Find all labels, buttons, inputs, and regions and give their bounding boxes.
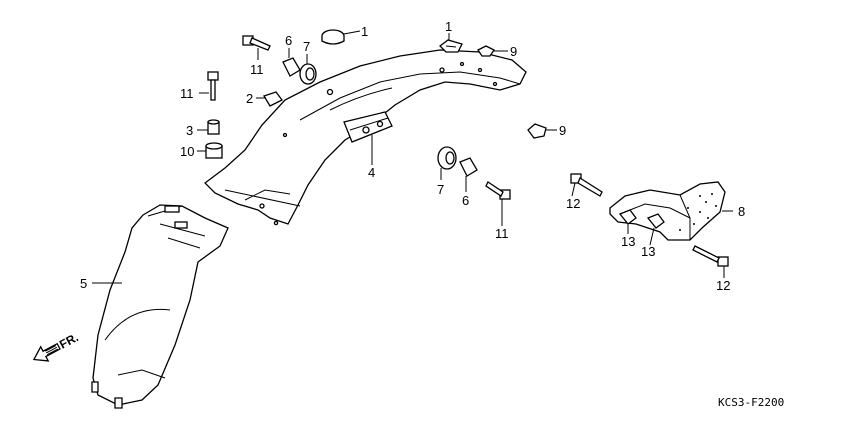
diagram-code: KCS3-F2200 — [718, 396, 784, 409]
grommet-part-9a — [477, 45, 495, 57]
nut-part-13a — [618, 209, 637, 225]
callout-10: 10 — [180, 144, 194, 159]
inner-fender — [91, 204, 229, 409]
rubber-part-7a — [299, 63, 317, 85]
callout-9: 9 — [559, 123, 566, 138]
nut-part-13b — [646, 213, 665, 229]
leader-lines — [92, 30, 733, 284]
bolt-part-12b — [692, 245, 729, 267]
cap-part-1b — [439, 39, 463, 53]
callout-7: 7 — [437, 182, 444, 197]
callout-5: 5 — [80, 276, 87, 291]
collar-part-6b — [459, 157, 478, 177]
callout-6: 6 — [462, 193, 469, 208]
callout-12: 12 — [566, 196, 580, 211]
callout-12: 12 — [716, 278, 730, 293]
collar-part-3 — [207, 119, 220, 135]
callout-11: 11 — [250, 62, 264, 77]
clip-part-2 — [263, 91, 283, 107]
callout-6: 6 — [285, 33, 292, 48]
bolt-part-11a — [242, 35, 271, 51]
callout-1: 1 — [445, 19, 452, 34]
callout-13: 13 — [641, 244, 655, 259]
collar-part-6a — [282, 57, 301, 77]
callout-1: 1 — [361, 24, 368, 39]
grommet-part-9b — [527, 123, 547, 139]
callout-4: 4 — [368, 165, 375, 180]
bolt-part-11b — [207, 71, 219, 101]
nut-part-10 — [205, 142, 223, 159]
callout-11: 11 — [495, 226, 509, 241]
front-direction-arrow: FR. — [32, 330, 81, 362]
bolt-part-11c — [485, 181, 511, 200]
rubber-part-7b — [437, 146, 457, 170]
callout-3: 3 — [186, 123, 193, 138]
callout-9: 9 — [510, 44, 517, 59]
callout-11: 11 — [180, 86, 194, 101]
front-label: FR. — [57, 330, 81, 351]
callout-8: 8 — [738, 204, 745, 219]
callout-13: 13 — [621, 234, 635, 249]
callout-2: 2 — [246, 91, 253, 106]
cap-part-1a — [321, 29, 345, 45]
callout-7: 7 — [303, 39, 310, 54]
rear-fender — [204, 49, 527, 226]
bolt-part-12a — [570, 173, 603, 197]
